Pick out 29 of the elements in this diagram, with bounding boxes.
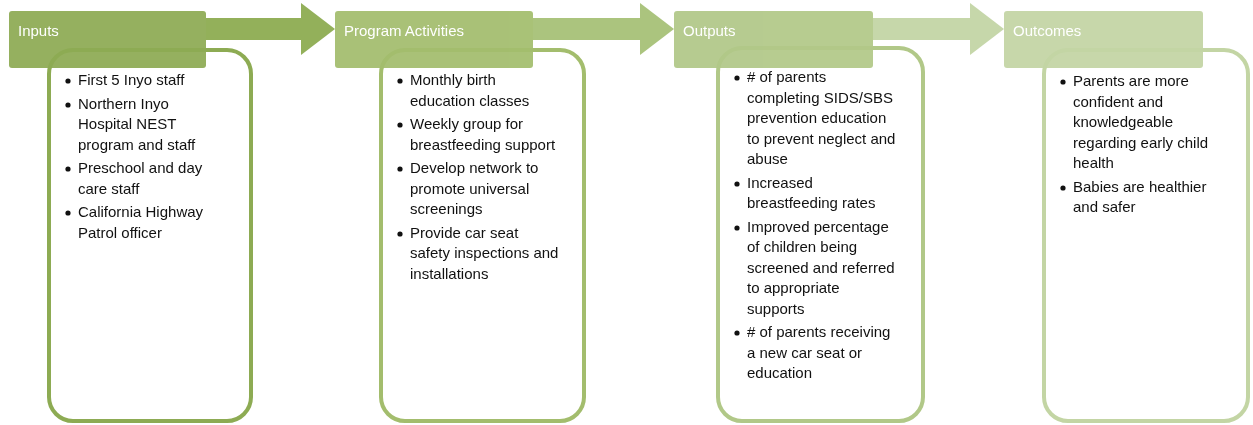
stage-header bbox=[335, 11, 533, 68]
block-arrow bbox=[873, 3, 1004, 55]
stage-box bbox=[379, 48, 586, 423]
bullet-text: Weekly group for breastfeeding support bbox=[410, 115, 556, 153]
block-arrow bbox=[533, 3, 674, 55]
bullet-text: Monthly birth education classes bbox=[410, 71, 530, 109]
stage-box bbox=[716, 46, 925, 423]
bullet-text: Develop network to promote universal screenings bbox=[410, 159, 539, 217]
header-text: Program Activities bbox=[344, 22, 465, 39]
stage-box bbox=[47, 48, 253, 423]
bullet-text: Babies are healthier and safer bbox=[1073, 177, 1207, 215]
header-text: Outcomes bbox=[1013, 22, 1082, 39]
bullet-text: California Highway Patrol officer bbox=[78, 203, 204, 241]
stage-header bbox=[9, 11, 206, 68]
stage-header bbox=[1004, 11, 1203, 68]
bullet-text: # of parents completing SIDS/SBS prevention education to prevent neglect and abuse bbox=[747, 68, 896, 167]
bullet-text: First 5 Inyo staff bbox=[78, 71, 185, 88]
bullet-text: # of parents receiving a new car seat or education bbox=[747, 323, 891, 381]
bullet-text: Northern Inyo Hospital NEST program and staff bbox=[78, 94, 196, 153]
bullet-text: Preschool and day care staff bbox=[78, 159, 203, 197]
bullet-text: Increased breastfeeding rates bbox=[747, 173, 876, 211]
header-text: Outputs bbox=[683, 22, 736, 39]
bullet-text: Parents are more confident and knowledgeable regarding early child health bbox=[1073, 72, 1209, 171]
header-text: Inputs bbox=[18, 22, 59, 39]
bullet-text: Provide car seat safety inspections and installations bbox=[410, 223, 559, 282]
stage-header bbox=[674, 11, 873, 68]
block-arrow bbox=[206, 3, 335, 55]
bullet-text: Improved percentage of children being screened and referred to appropriate supports bbox=[747, 217, 895, 317]
stage-box bbox=[1042, 48, 1250, 423]
